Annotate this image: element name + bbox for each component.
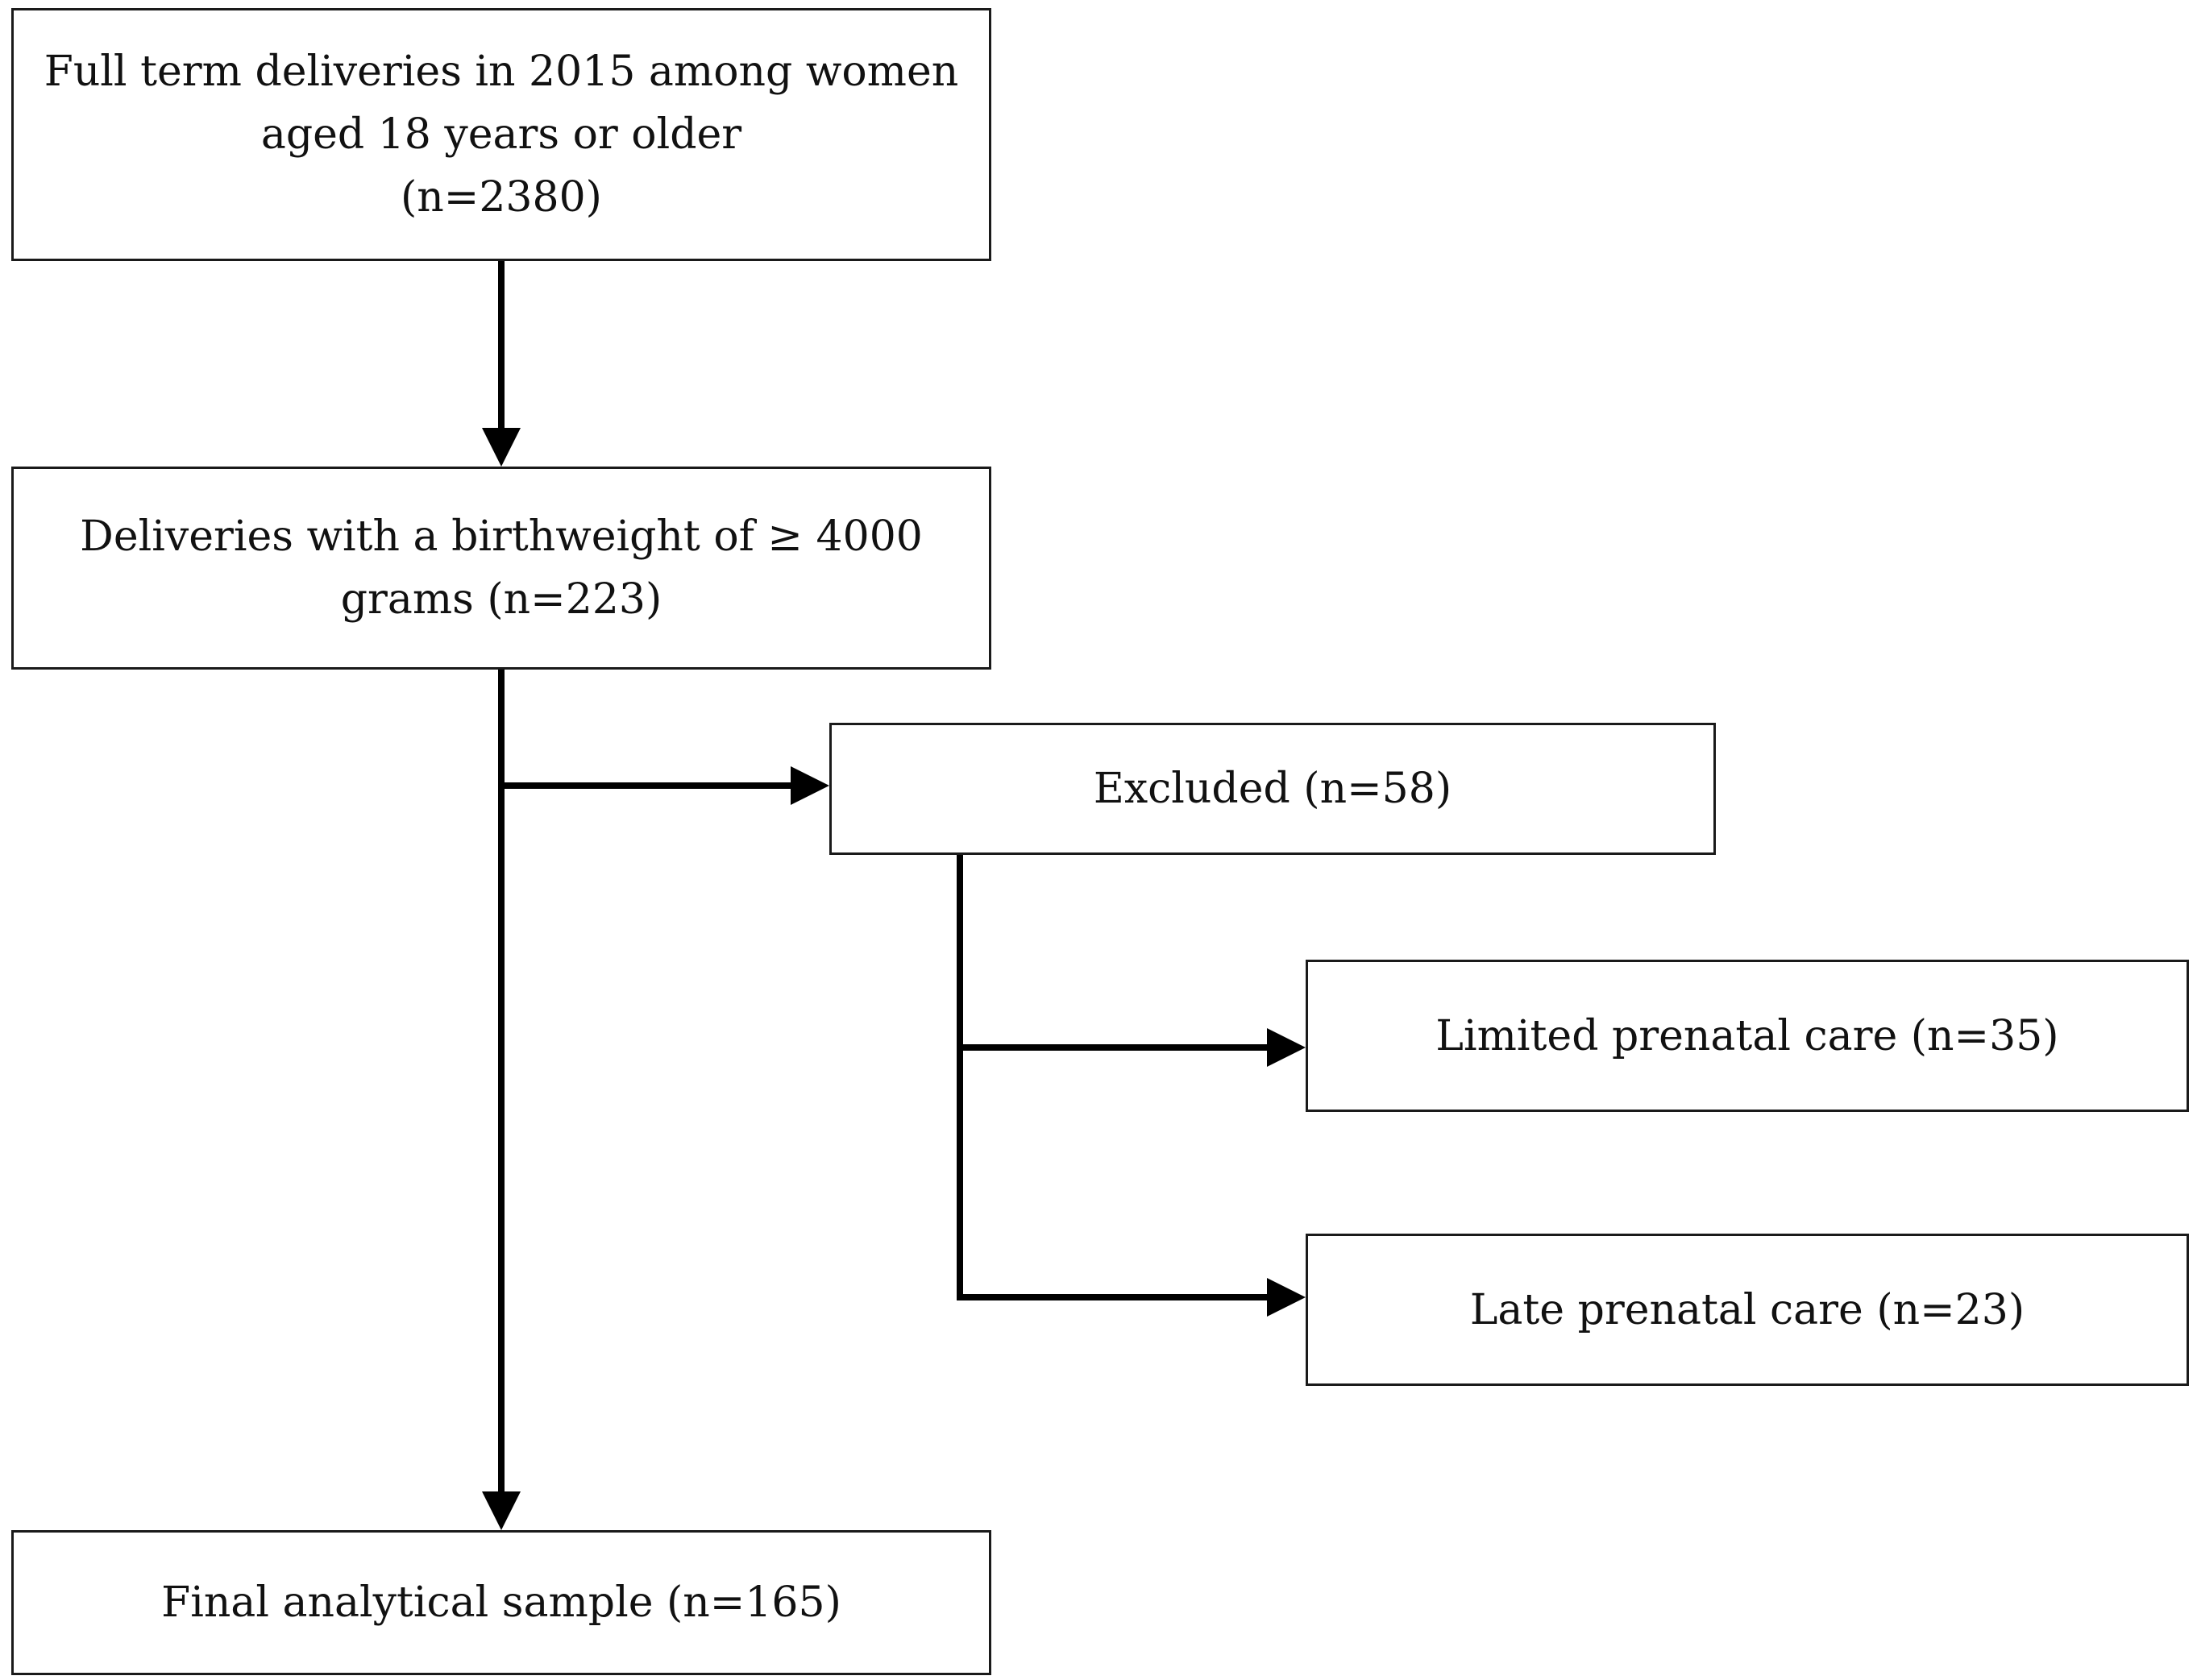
final-sample-box: Final analytical sample (n=165) xyxy=(11,1530,991,1675)
final-sample-label: Final analytical sample (n=165) xyxy=(161,1578,841,1627)
late-prenatal-care-box: Late prenatal care (n=23) xyxy=(1306,1234,2189,1386)
macrosomia-line-1: Deliveries with a birthweight of ≥ 4000 xyxy=(80,512,923,561)
total-deliveries-line-3: (n=2380) xyxy=(401,173,602,222)
limited-prenatal-care-label: Limited prenatal care (n=35) xyxy=(1435,1011,2059,1060)
excluded-box: Excluded (n=58) xyxy=(829,723,1716,855)
excluded-label: Excluded (n=58) xyxy=(1093,765,1452,813)
total-deliveries-box: Full term deliveries in 2015 among women… xyxy=(11,8,991,261)
total-deliveries-line-2: aged 18 years or older xyxy=(260,110,742,159)
macrosomia-deliveries-box: Deliveries with a birthweight of ≥ 4000 … xyxy=(11,467,991,670)
limited-prenatal-care-box: Limited prenatal care (n=35) xyxy=(1306,960,2189,1112)
total-deliveries-line-1: Full term deliveries in 2015 among women xyxy=(44,48,959,96)
late-prenatal-care-label: Late prenatal care (n=23) xyxy=(1469,1285,2025,1334)
macrosomia-line-2: grams (n=223) xyxy=(340,575,662,624)
